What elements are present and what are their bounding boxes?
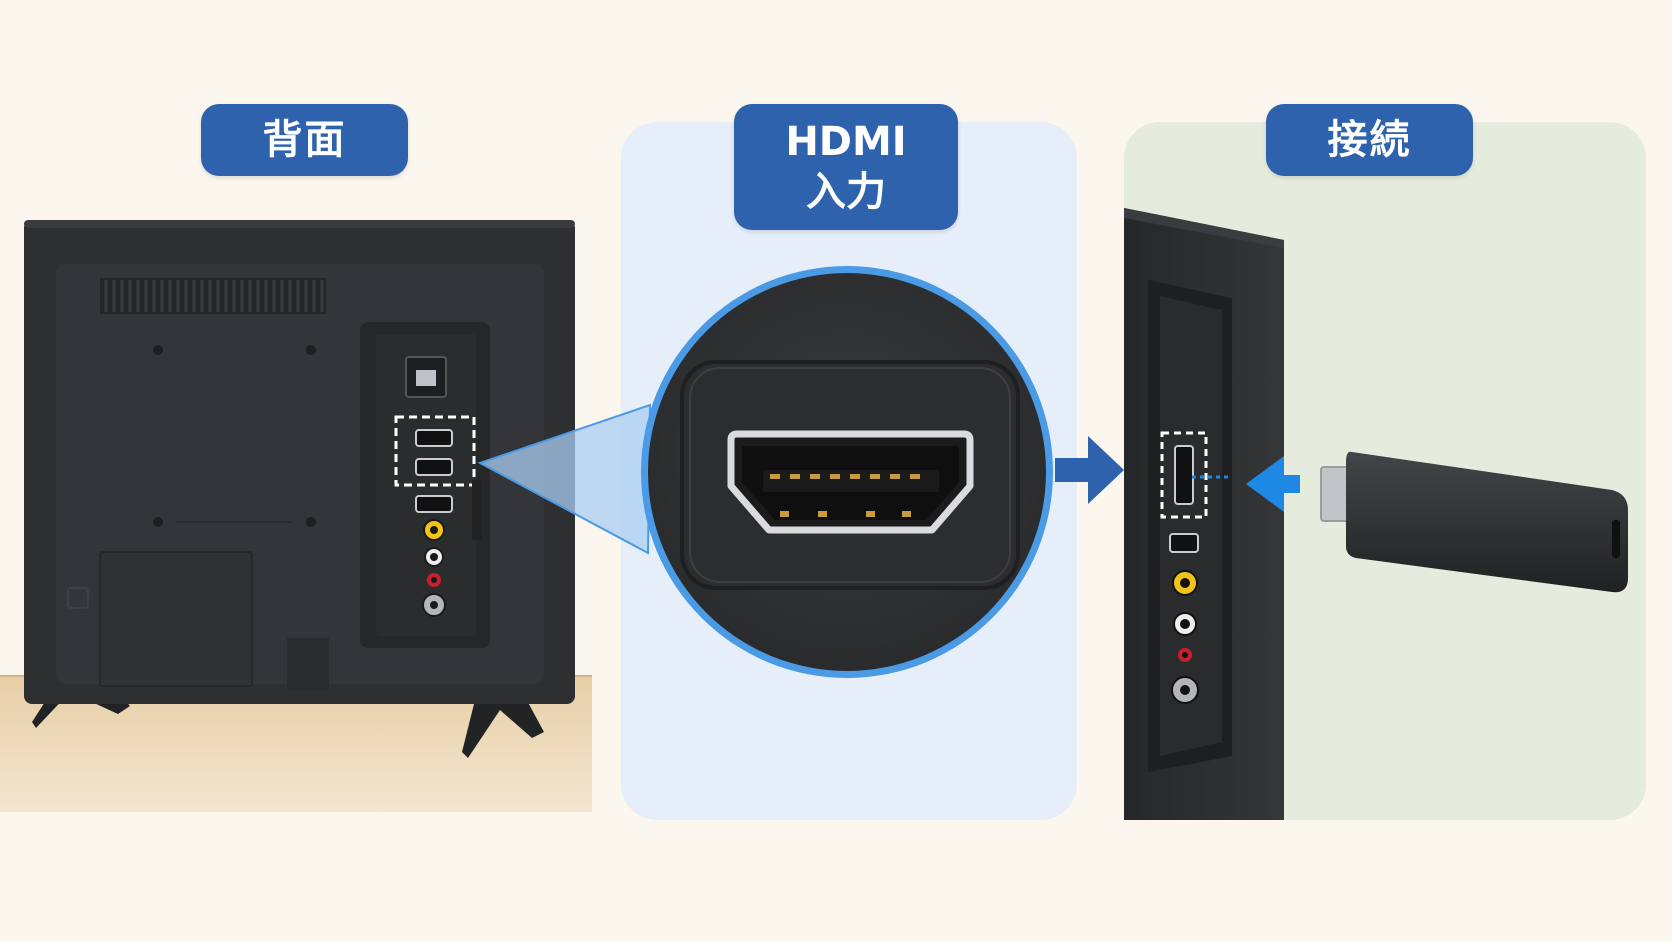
hdmi-highlight-box xyxy=(394,415,476,487)
hdmi-port-closeup xyxy=(641,266,1053,678)
hdmi-input-label: HDMI 入力 xyxy=(734,104,958,230)
hdmi-input-label-line1: HDMI xyxy=(785,119,907,165)
hdmi-input-label-line2: 入力 xyxy=(806,169,886,215)
hdmi-port-3 xyxy=(415,495,453,513)
connect-label: 接続 xyxy=(1266,104,1473,176)
port-panel xyxy=(360,322,490,648)
arrow-left-icon xyxy=(1246,456,1300,512)
hdmi-port-2 xyxy=(415,458,453,476)
hdmi-stick xyxy=(1320,451,1628,593)
back-label: 背面 xyxy=(201,104,408,176)
arrow-right-icon xyxy=(1055,436,1124,504)
service-door xyxy=(99,551,253,687)
vent-grille xyxy=(100,278,326,314)
shelf xyxy=(0,676,592,812)
hdmi-port-1 xyxy=(415,429,453,447)
tv-side-illustration xyxy=(1124,208,1284,820)
hdmi-highlight-box-side xyxy=(1160,431,1208,519)
tv-back-illustration xyxy=(0,220,592,812)
